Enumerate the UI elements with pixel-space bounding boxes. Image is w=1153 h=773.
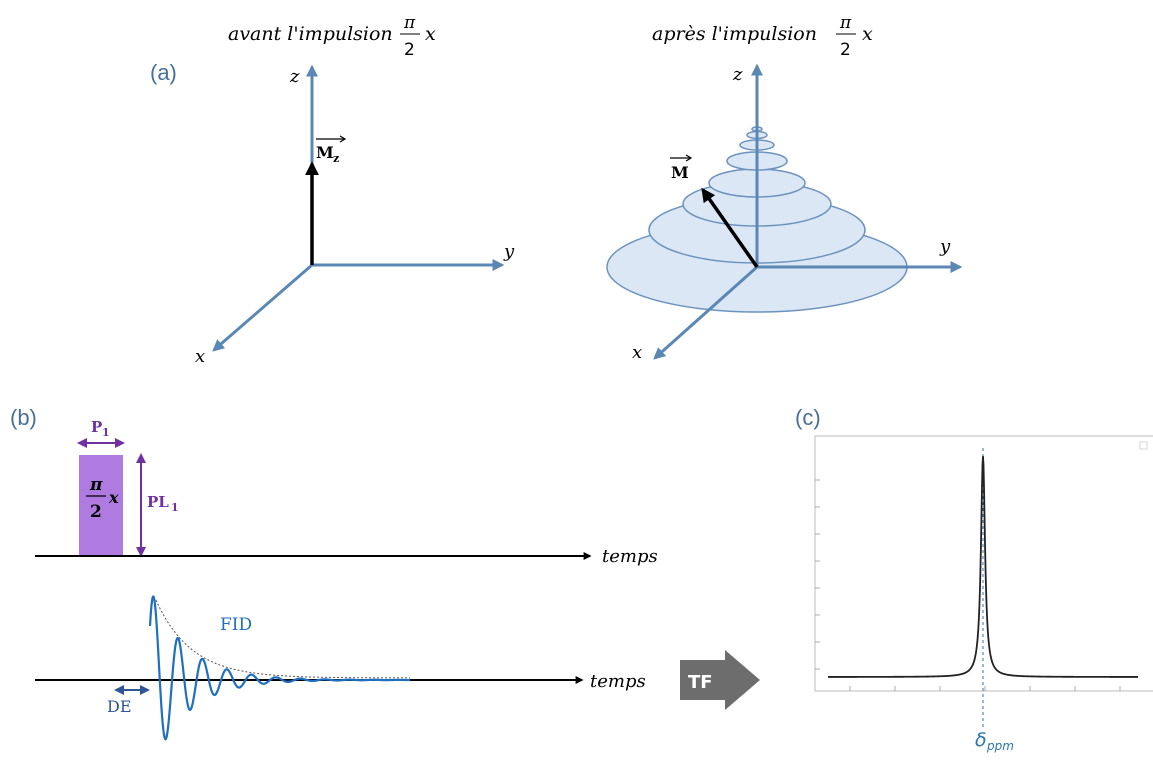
caption-after: après l'impulsion π 2 x: [652, 13, 873, 60]
caption-before-two: 2: [404, 40, 415, 60]
x-label-before: x: [195, 346, 205, 367]
mz-label: M z: [316, 136, 345, 165]
caption-after-two: 2: [840, 40, 851, 60]
m-label: M: [670, 155, 691, 182]
x-label-after: x: [632, 342, 642, 363]
tf-arrow: TF: [680, 650, 760, 710]
de-label: DE: [107, 697, 132, 716]
caption-after-text: après l'impulsion: [652, 23, 817, 45]
z-label-after: z: [732, 64, 743, 85]
fid-label: FID: [220, 615, 252, 635]
svg-text:PL: PL: [147, 493, 169, 511]
time-label-bottom: temps: [590, 671, 646, 692]
p1-label: P 1: [91, 418, 110, 439]
tf-label: TF: [688, 672, 713, 693]
svg-text:π: π: [89, 475, 103, 495]
svg-text:2: 2: [90, 502, 102, 522]
fid-signal: [150, 597, 410, 740]
delta-symbol: δ: [975, 729, 987, 751]
y-label-before: y: [503, 241, 515, 262]
svg-text:z: z: [333, 152, 339, 165]
x-axis-before: [214, 265, 312, 350]
panel-b: (b) π 2 x P 1 PL 1 temps temps FID DE T: [10, 405, 760, 739]
svg-text:P: P: [91, 418, 102, 436]
time-label-top: temps: [602, 546, 658, 567]
caption-after-x: x: [862, 23, 873, 45]
svg-text:M: M: [316, 143, 334, 162]
pl1-label: PL 1: [147, 493, 179, 514]
caption-before-x: x: [425, 23, 436, 45]
svg-text:x: x: [108, 488, 119, 507]
fid-envelope: [156, 600, 410, 678]
panel-b-label: (b): [10, 405, 37, 430]
delta-subscript: ppm: [986, 739, 1014, 753]
panel-c-label: (c): [795, 405, 821, 430]
panel-a-label: (a): [150, 60, 177, 85]
svg-text:1: 1: [171, 501, 179, 514]
y-label-after: y: [939, 236, 951, 257]
caption-before: avant l'impulsion π 2 x: [228, 13, 436, 60]
panel-c: (c) δ ppm: [795, 405, 1153, 753]
caption-before-pi: π: [403, 13, 416, 33]
svg-text:1: 1: [102, 426, 110, 439]
z-label-before: z: [289, 66, 300, 87]
panel-a-before: (a) avant l'impulsion π 2 x z y x M z: [150, 13, 515, 367]
panel-a-after: après l'impulsion π 2 x z y x M: [607, 13, 960, 363]
caption-before-text: avant l'impulsion: [228, 23, 393, 45]
svg-text:M: M: [671, 163, 689, 182]
delta-ppm-label: δ ppm: [975, 729, 1014, 753]
caption-after-pi: π: [839, 13, 852, 33]
